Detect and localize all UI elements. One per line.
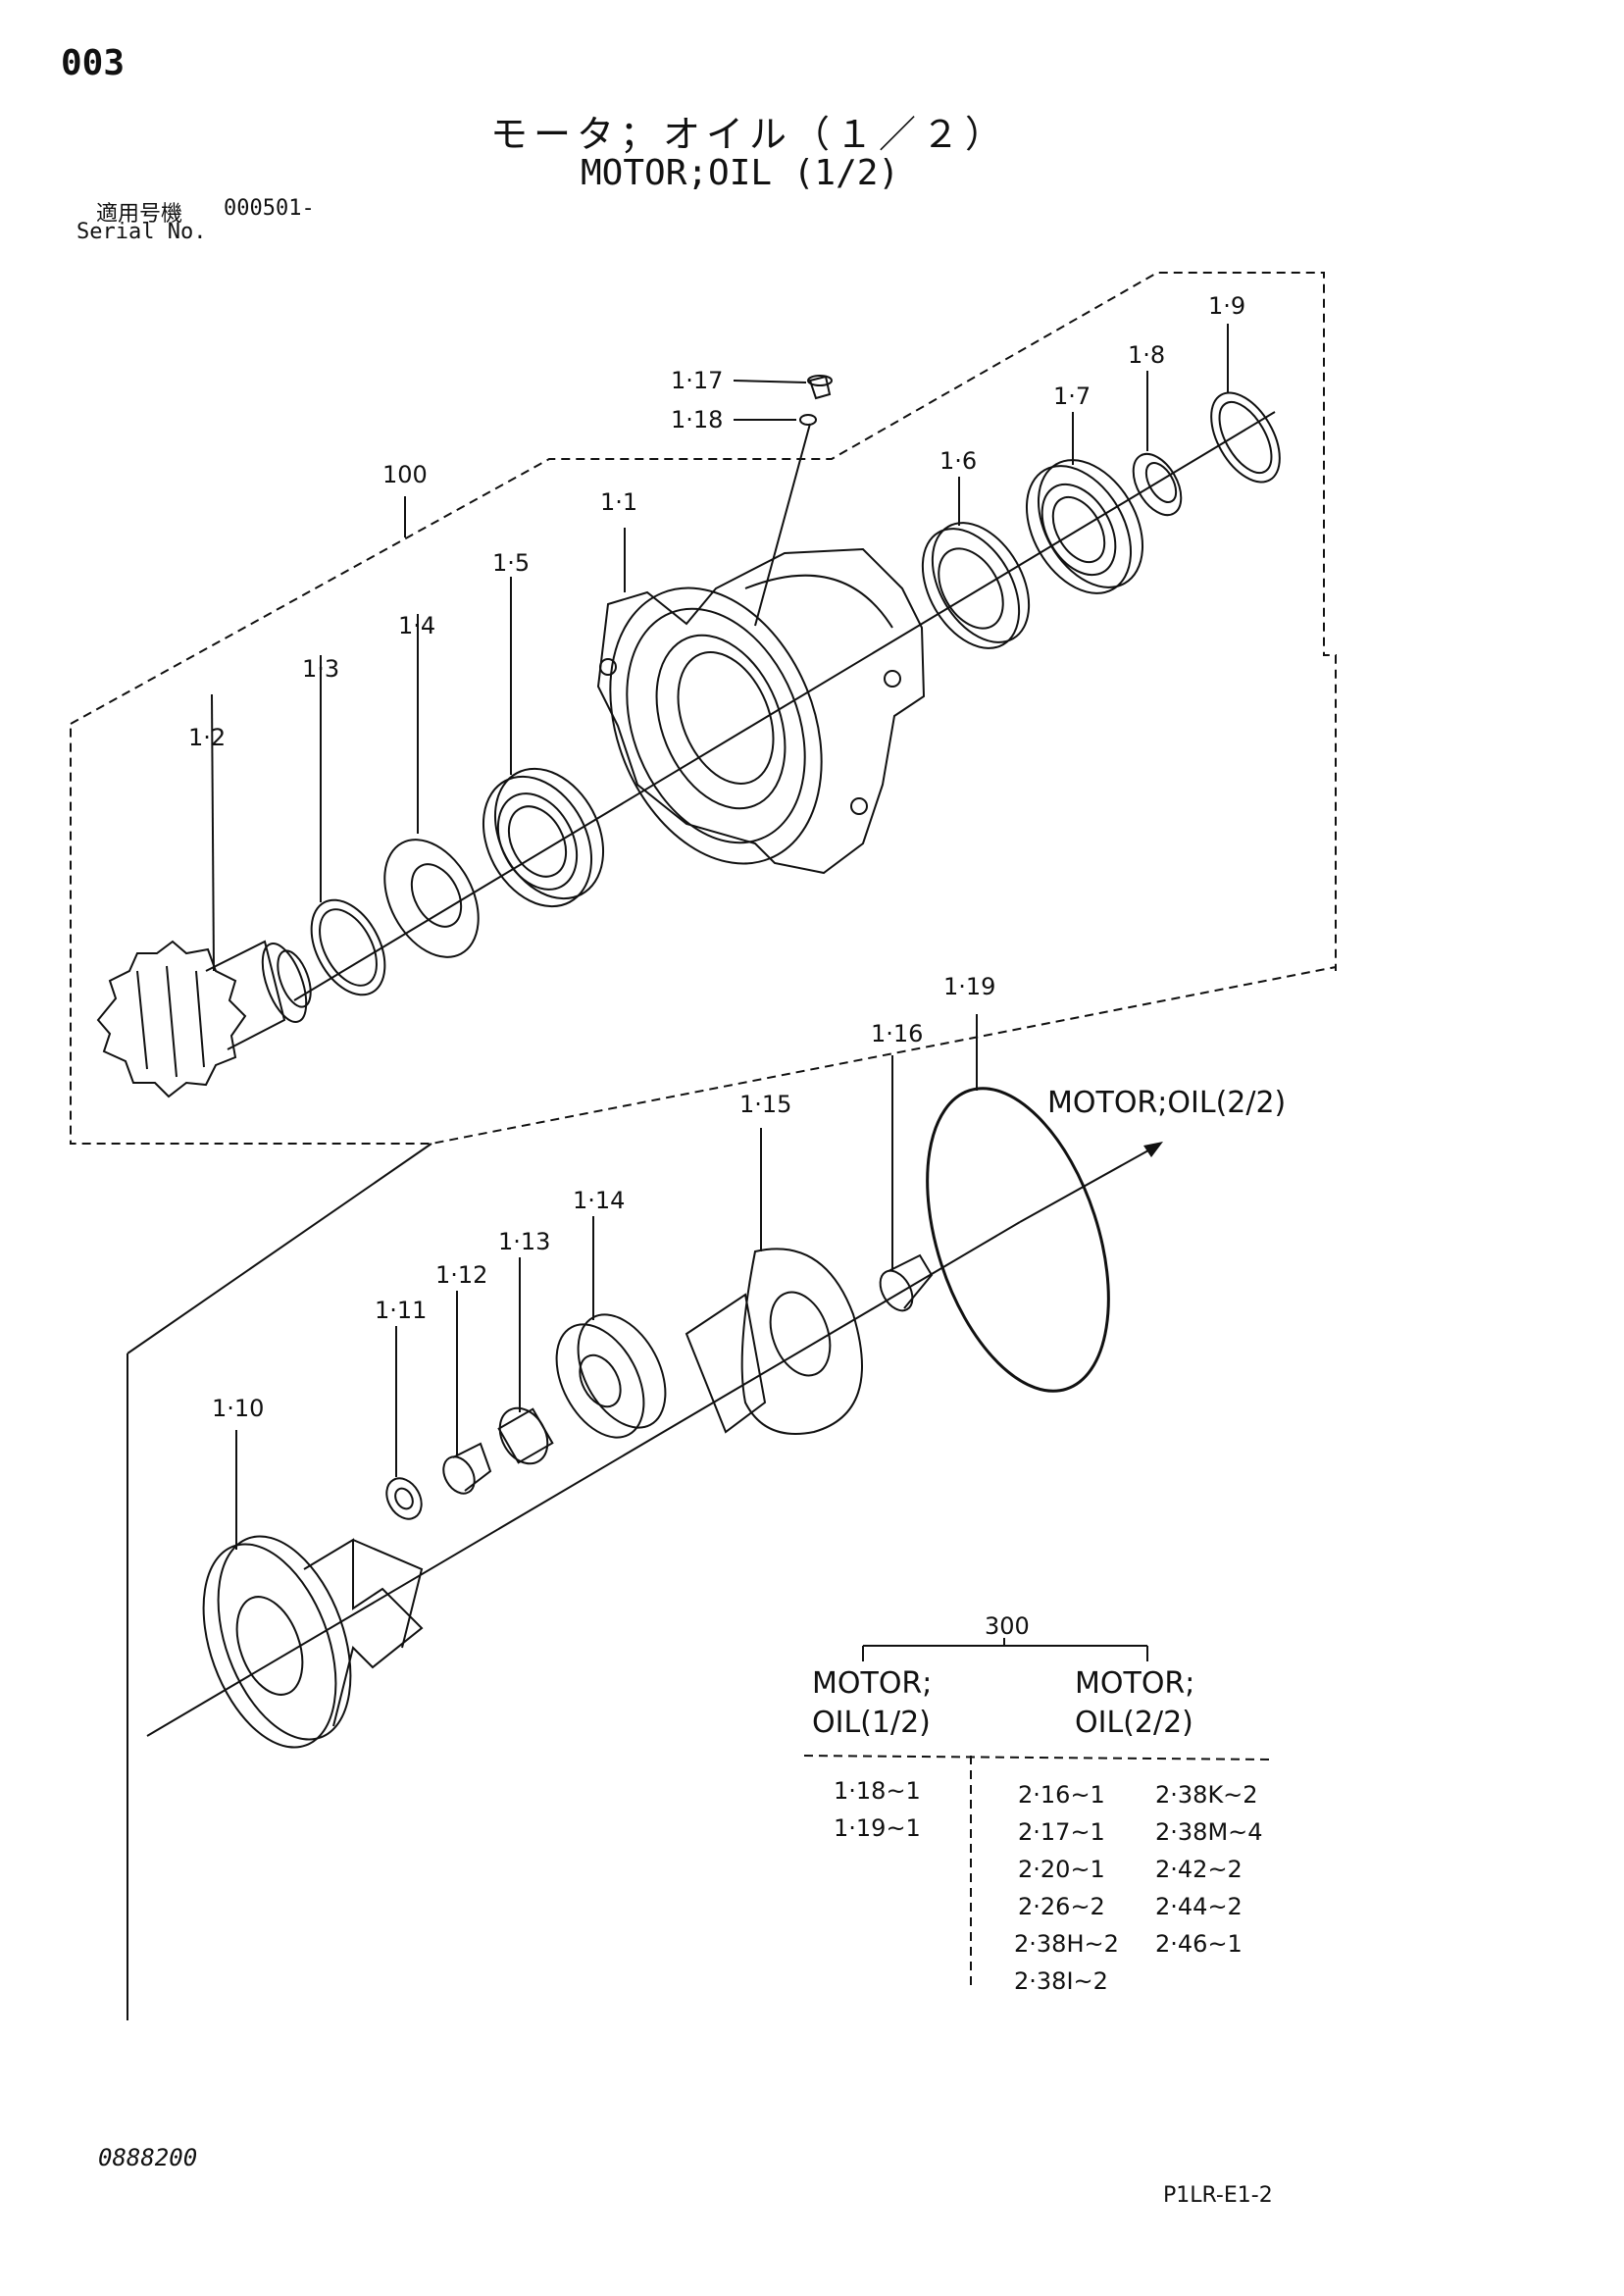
kit-col2a-item-2: 2·17~1 (1018, 1818, 1105, 1846)
page-title-japanese: モータ；オイル（１／２） (490, 113, 1009, 156)
kit-col1-item-2: 1·19~1 (834, 1814, 921, 1842)
page-code: P1LR-E1-2 (1163, 2183, 1273, 2208)
serial-label-japanese: 適用号機 (96, 202, 183, 227)
part-label-1-4: 1·4 (398, 612, 435, 639)
kit-col2b-item-2: 2·38M~4 (1155, 1818, 1263, 1846)
kit-col2a-item-4: 2·26~2 (1018, 1893, 1105, 1920)
kit-col1-title-2: OIL(1/2) (812, 1706, 931, 1740)
carrier-1-10 (202, 1430, 424, 1749)
spline-shaft-1-16 (879, 1055, 934, 1312)
plug-1-17 (733, 375, 833, 400)
part-label-1-3: 1·3 (302, 655, 339, 683)
washer-1-11 (385, 1326, 423, 1520)
kit-table-300: 300 MOTOR; OIL(1/2) MOTOR; OIL(2/2) 1·18… (803, 1612, 1272, 1995)
ring-1-9 (1210, 324, 1281, 484)
bearing-1-7 (1025, 412, 1144, 594)
motor-housing-1-1 (596, 528, 926, 875)
part-label-100: 100 (382, 461, 428, 488)
kit-col2b-item-1: 2·38K~2 (1155, 1781, 1258, 1809)
part-label-1-9: 1·9 (1208, 292, 1245, 320)
bearing-1-5 (482, 577, 605, 908)
part-label-1-8: 1·8 (1128, 341, 1165, 369)
gear-shaft-1-2 (96, 693, 312, 1098)
page-title-english: MOTOR;OIL (1/2) (581, 153, 900, 193)
part-label-1-5: 1·5 (492, 549, 530, 577)
kit-number: 300 (985, 1612, 1030, 1640)
kit-col2a-item-3: 2·20~1 (1018, 1856, 1105, 1883)
kit-col2-title-1: MOTOR; (1075, 1666, 1194, 1701)
kit-col2a-item-5: 2·38H~2 (1014, 1930, 1119, 1958)
lower-axis (146, 1221, 1021, 1737)
kit-col2-title-2: OIL(2/2) (1075, 1706, 1193, 1740)
planet-gear-1-14 (555, 1216, 667, 1439)
assembly-boundary-100 (70, 272, 1337, 1145)
part-label-1-7: 1·7 (1053, 383, 1091, 410)
continuation-arrow (1019, 1142, 1163, 1223)
serial-label-english: Serial No. (76, 220, 207, 244)
part-label-1-17: 1·17 (671, 367, 723, 394)
part-label-1-18: 1·18 (671, 406, 723, 434)
part-label-1-15: 1·15 (739, 1091, 791, 1118)
upper-axis (293, 411, 1276, 1001)
kit-col1-title-1: MOTOR; (812, 1666, 932, 1701)
kit-col2b-item-5: 2·46~1 (1155, 1930, 1243, 1958)
document-code: 0888200 (98, 2144, 198, 2171)
part-label-1-1: 1·1 (600, 488, 637, 516)
kit-col2a-item-1: 2·16~1 (1018, 1781, 1105, 1809)
needle-bearing-1-13 (497, 1257, 554, 1465)
o-ring-1-19 (926, 1014, 1110, 1393)
serial-value: 000501- (224, 196, 315, 221)
continuation-label: MOTOR;OIL(2/2) (1047, 1086, 1286, 1120)
part-label-1-16: 1·16 (871, 1020, 923, 1047)
kit-col2b-item-3: 2·42~2 (1155, 1856, 1243, 1883)
part-label-1-10: 1·10 (212, 1395, 264, 1422)
seal-1-3 (310, 655, 386, 996)
part-label-1-14: 1·14 (573, 1187, 625, 1214)
kit-col2b-item-4: 2·44~2 (1155, 1893, 1243, 1920)
part-label-1-13: 1·13 (498, 1228, 550, 1255)
kit-col1-item-1: 1·18~1 (834, 1777, 921, 1805)
seal-1-6 (921, 477, 1031, 649)
nut-1-8 (1132, 371, 1183, 517)
part-label-1-6: 1·6 (939, 447, 977, 475)
carrier-plate-1-15 (685, 1128, 863, 1435)
bushing-1-12 (442, 1291, 492, 1495)
part-label-1-11: 1·11 (375, 1297, 427, 1324)
part-label-1-19: 1·19 (943, 973, 995, 1000)
o-ring-1-18 (734, 414, 817, 627)
part-label-1-12: 1·12 (435, 1261, 487, 1289)
part-label-1-2: 1·2 (188, 724, 226, 751)
page-number: 003 (61, 43, 126, 83)
kit-col2a-item-6: 2·38I~2 (1014, 1967, 1108, 1995)
connector-line (127, 1143, 432, 1354)
plate-1-4 (383, 614, 480, 958)
